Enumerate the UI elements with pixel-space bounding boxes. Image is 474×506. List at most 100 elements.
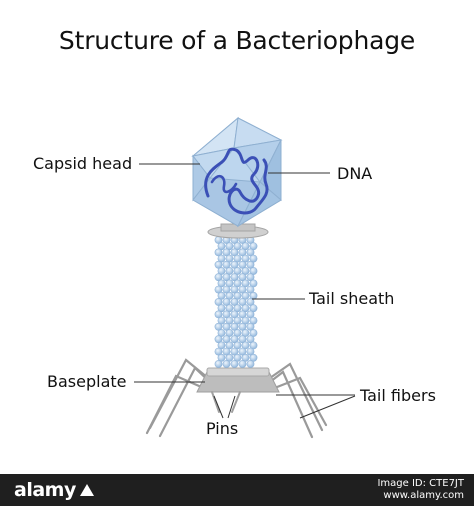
- sheath-bead: [249, 341, 258, 350]
- tail-sheath-shape: [214, 236, 258, 368]
- sheath-bead: [225, 254, 234, 263]
- sheath-bead: [246, 322, 255, 331]
- sheath-bead: [238, 273, 247, 282]
- label-baseplate: Baseplate: [47, 372, 127, 391]
- sheath-bead: [233, 353, 242, 362]
- sheath-bead: [214, 260, 223, 269]
- sheath-bead: [225, 341, 234, 350]
- sheath-bead: [233, 242, 242, 251]
- sheath-bead: [249, 316, 258, 325]
- sheath-bead: [222, 310, 231, 319]
- label-pins: Pins: [206, 419, 239, 438]
- sheath-bead: [230, 347, 239, 356]
- sheath-bead: [241, 341, 250, 350]
- sheath-bead: [233, 291, 242, 300]
- sheath-bead: [233, 316, 242, 325]
- sheath-bead: [225, 291, 234, 300]
- sheath-bead: [217, 254, 226, 263]
- sheath-bead: [222, 248, 231, 257]
- label-tail-sheath: Tail sheath: [309, 289, 395, 308]
- sheath-bead: [214, 310, 223, 319]
- sheath-bead: [214, 347, 223, 356]
- sheath-bead: [217, 316, 226, 325]
- sheath-bead: [241, 316, 250, 325]
- image-id-text: Image ID: CTE7JT www.alamy.com: [377, 478, 464, 501]
- sheath-bead: [249, 267, 258, 275]
- sheath-bead: [246, 347, 255, 356]
- sheath-bead: [230, 310, 239, 319]
- sheath-bead: [238, 248, 247, 257]
- sheath-bead: [241, 291, 250, 300]
- sheath-bead: [238, 347, 247, 356]
- sheath-bead: [241, 242, 250, 251]
- sheath-bead: [238, 360, 247, 368]
- sheath-bead: [230, 248, 239, 257]
- sheath-bead: [241, 267, 250, 275]
- sheath-bead: [230, 298, 239, 306]
- sheath-bead: [214, 335, 223, 344]
- sheath-bead: [238, 335, 247, 344]
- alamy-logo: alamy: [14, 479, 76, 501]
- sheath-bead: [249, 329, 258, 337]
- diagram-title: Structure of a Bacteriophage: [58, 26, 416, 55]
- sheath-bead: [246, 298, 255, 306]
- sheath-bead: [217, 341, 226, 350]
- sheath-bead: [233, 304, 242, 313]
- sheath-bead: [225, 267, 234, 275]
- sheath-bead: [222, 322, 231, 331]
- sheath-bead: [230, 360, 239, 368]
- sheath-bead: [233, 341, 242, 350]
- sheath-bead: [246, 273, 255, 282]
- sheath-bead: [225, 353, 234, 362]
- sheath-bead: [222, 285, 231, 294]
- sheath-bead: [246, 248, 255, 257]
- sheath-bead: [246, 260, 255, 269]
- sheath-bead: [217, 279, 226, 288]
- leader-lines: [134, 163, 356, 419]
- sheath-bead: [217, 304, 226, 313]
- sheath-bead: [222, 260, 231, 269]
- sheath-bead: [249, 279, 258, 288]
- sheath-bead: [214, 360, 223, 368]
- sheath-bead: [225, 316, 234, 325]
- sheath-bead: [233, 267, 242, 275]
- sheath-bead: [214, 298, 223, 306]
- sheath-bead: [230, 260, 239, 269]
- label-tail-fibers: Tail fibers: [360, 386, 436, 405]
- sheath-bead: [222, 298, 231, 306]
- sheath-bead: [246, 335, 255, 344]
- sheath-bead: [214, 248, 223, 257]
- sheath-bead: [249, 304, 258, 313]
- sheath-bead: [238, 298, 247, 306]
- sheath-bead: [225, 242, 234, 251]
- sheath-bead: [246, 360, 255, 368]
- label-dna: DNA: [337, 164, 373, 183]
- sheath-bead: [230, 285, 239, 294]
- sheath-bead: [241, 353, 250, 362]
- sheath-bead: [241, 304, 250, 313]
- sheath-bead: [225, 279, 234, 288]
- sheath-bead: [222, 360, 231, 368]
- sheath-bead: [238, 310, 247, 319]
- sheath-bead: [217, 353, 226, 362]
- sheath-bead: [238, 285, 247, 294]
- sheath-bead: [241, 329, 250, 337]
- sheath-bead: [241, 279, 250, 288]
- sheath-bead: [230, 335, 239, 344]
- sheath-bead: [233, 329, 242, 337]
- sheath-bead: [222, 335, 231, 344]
- sheath-bead: [214, 322, 223, 331]
- sheath-bead: [238, 260, 247, 269]
- baseplate-shape: [196, 367, 280, 393]
- sheath-bead: [217, 242, 226, 251]
- watermark-bar: alamy Image ID: CTE7JT www.alamy.com: [0, 474, 474, 506]
- pins-shape: [211, 391, 241, 413]
- alamy-logo-mark-icon: [80, 484, 94, 496]
- sheath-bead: [241, 254, 250, 263]
- sheath-bead: [249, 254, 258, 263]
- sheath-bead: [214, 285, 223, 294]
- sheath-bead: [230, 273, 239, 282]
- bacteriophage-diagram: [134, 116, 356, 439]
- label-capsid-head: Capsid head: [33, 154, 133, 173]
- dna-shape: [204, 147, 269, 215]
